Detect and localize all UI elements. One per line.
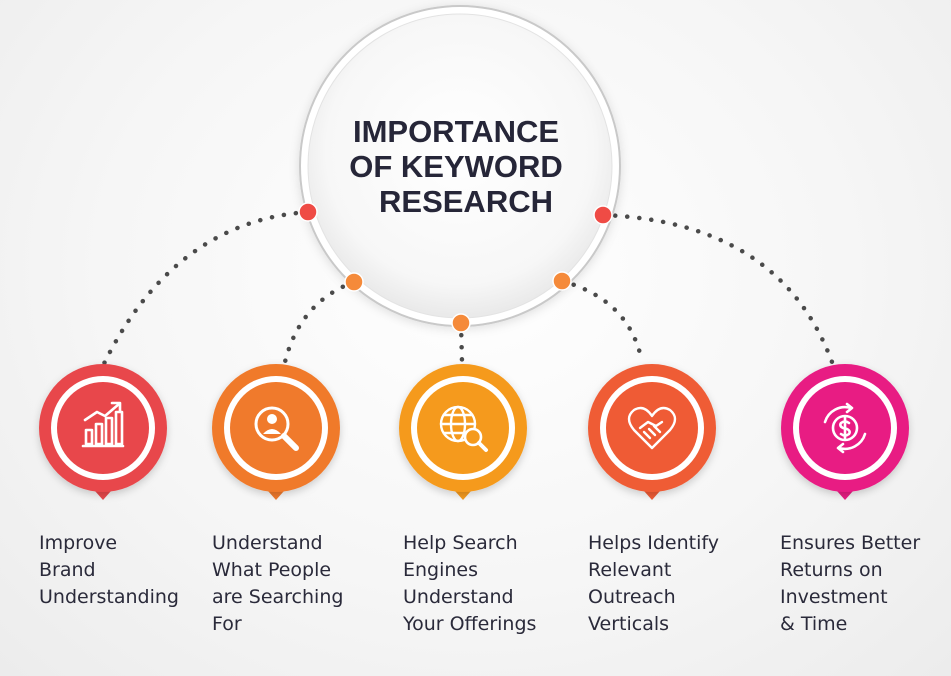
label-line: Improve [39, 532, 118, 554]
person-magnifier-icon [254, 406, 299, 451]
label-line: Returns on [780, 559, 883, 581]
label-line: Ensures Better [780, 532, 921, 554]
label-line: & Time [780, 613, 848, 635]
center-circle: IMPORTANCE OF KEYWORD RESEARCH [299, 5, 621, 327]
title-line-1: IMPORTANCE [353, 114, 559, 149]
label-line: Your Offerings [403, 613, 537, 635]
badge-inner-disc [230, 382, 322, 474]
connector-2 [282, 279, 357, 365]
label-line: Engines [403, 559, 479, 581]
label-line: Understand [212, 532, 323, 554]
dollar-cycle-icon [823, 402, 867, 454]
label-line: Verticals [588, 613, 670, 635]
label-line: Outreach [588, 586, 676, 608]
label-improve-brand: Improve Brand Understanding [39, 530, 209, 611]
node-3 [451, 313, 471, 333]
badge-inner-disc [606, 382, 698, 474]
node-5 [593, 205, 613, 225]
connector-5 [600, 212, 835, 365]
node-2 [344, 272, 364, 292]
bar-chart-growth-icon [81, 401, 125, 448]
label-line: Investment [780, 586, 888, 608]
node-1 [298, 202, 318, 222]
badge-understand-people [212, 364, 340, 500]
connector-4 [559, 278, 645, 365]
label-line: For [212, 613, 242, 635]
label-help-search-engines: Help Search Engines Understand Your Offe… [403, 530, 573, 638]
title-line-3: RESEARCH [379, 184, 553, 219]
node-4 [552, 271, 572, 291]
badge-help-search-engines [399, 364, 527, 500]
label-identify-outreach: Helps Identify Relevant Outreach Vertica… [588, 530, 758, 638]
heart-handshake-icon [627, 406, 677, 450]
connector-1 [97, 209, 311, 375]
globe-search-icon [439, 405, 488, 452]
label-line: Understand [403, 586, 514, 608]
circle-connection-nodes [298, 202, 613, 333]
label-better-returns: Ensures Better Returns on Investment & T… [780, 530, 950, 638]
badge-improve-brand [39, 364, 167, 500]
label-line: What People [212, 559, 332, 581]
label-line: Brand [39, 559, 96, 581]
label-line: Relevant [588, 559, 672, 581]
label-line: are Searching [212, 586, 344, 608]
dotted-connectors [97, 209, 835, 375]
label-line: Helps Identify [588, 532, 719, 554]
badge-identify-outreach [588, 364, 716, 500]
title-line-2: OF KEYWORD [349, 149, 563, 184]
label-line: Understanding [39, 586, 179, 608]
badge-better-returns [781, 364, 909, 500]
label-understand-people: Understand What People are Searching For [212, 530, 382, 638]
badge-inner-disc [417, 382, 509, 474]
label-line: Help Search [403, 532, 518, 554]
